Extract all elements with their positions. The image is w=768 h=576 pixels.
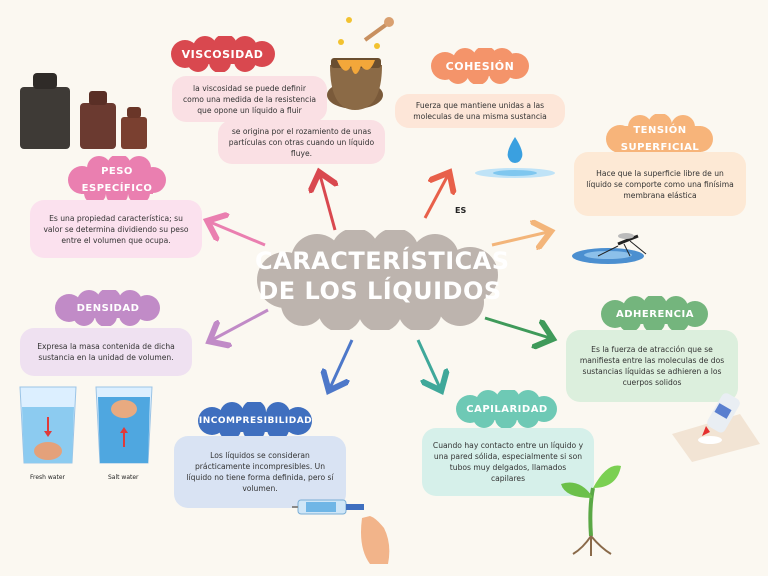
arrow-capilaridad <box>416 339 440 388</box>
glue-bottle-icon <box>672 393 760 462</box>
adherencia-title: ADHERENCIA <box>600 296 710 332</box>
connector-label: ES <box>455 206 467 215</box>
water-drop-icon <box>475 137 555 178</box>
main-title-line1: CARACTERÍSTICAS <box>255 247 510 275</box>
tension-title-line2: SUPERFICIAL <box>620 142 700 153</box>
arrow-densidad <box>212 308 269 340</box>
tension-title-line1: TENSIÓN <box>633 125 687 136</box>
arrow-viscosidad <box>320 175 335 231</box>
salt-water-label: Salt water <box>108 474 139 481</box>
tension-text: Hace que la superficie libre de un líqui… <box>574 152 746 216</box>
arrow-cohesion <box>423 175 448 219</box>
eggs-in-water-glasses-icon <box>19 386 153 464</box>
viscosidad-title: VISCOSIDAD <box>170 36 275 72</box>
cohesion-title-text: COHESIÓN <box>445 59 515 73</box>
honey-pot-icon <box>327 17 394 110</box>
adherencia-title-text: ADHERENCIA <box>616 308 694 320</box>
viscosidad-title-text: VISCOSIDAD <box>181 47 264 61</box>
arrow-tension <box>491 232 548 245</box>
peso-text: Es una propiedad característica; su valo… <box>30 200 202 258</box>
capilaridad-title: CAPILARIDAD <box>456 390 558 428</box>
peso-title-line1: PESO <box>101 166 133 177</box>
incompresibilidad-title: INCOMPRESIBILIDAD <box>198 402 313 440</box>
peso-title-line2: ESPECÍFICO <box>81 183 153 194</box>
main-title-line2: DE LOS LÍQUIDOS <box>258 277 502 305</box>
arrow-adherencia <box>484 316 550 338</box>
densidad-title-text: DENSIDAD <box>76 302 140 314</box>
capilaridad-text: Cuando hay contacto entre un líquido y u… <box>422 428 594 496</box>
main-title: CARACTERÍSTICAS DE LOS LÍQUIDOS <box>255 230 510 330</box>
incompresibilidad-text: Los líquidos se consideran prácticamente… <box>174 436 346 508</box>
plant-sprout-icon <box>561 465 621 556</box>
densidad-title: DENSIDAD <box>54 290 162 326</box>
arrow-incompresibilidad <box>330 339 354 388</box>
mosquito-on-water-icon <box>572 233 647 264</box>
densidad-text: Expresa la masa contenida de dicha susta… <box>20 328 192 376</box>
main-title-cloud <box>257 230 498 330</box>
peso-title: PESO ESPECÍFICO <box>67 156 167 204</box>
arrow-peso <box>210 222 266 247</box>
cohesion-text: Fuerza que mantiene unidas a las molecul… <box>395 94 565 128</box>
cohesion-title: COHESIÓN <box>430 48 530 84</box>
incompresibilidad-title-text: INCOMPRESIBILIDAD <box>198 416 313 426</box>
capilaridad-title-text: CAPILARIDAD <box>466 403 548 415</box>
tension-title: TENSIÓN SUPERFICIAL <box>605 114 715 164</box>
weights-icon <box>20 73 147 149</box>
viscosidad-text-1: la viscosidad se puede definir como una … <box>172 76 327 122</box>
adherencia-text: Es la fuerza de atracción que se manifie… <box>566 330 738 402</box>
syringe-hand-icon <box>292 499 390 564</box>
viscosidad-text-2: se origina por el rozamiento de unas par… <box>218 120 385 164</box>
fresh-water-label: Fresh water <box>30 474 65 481</box>
